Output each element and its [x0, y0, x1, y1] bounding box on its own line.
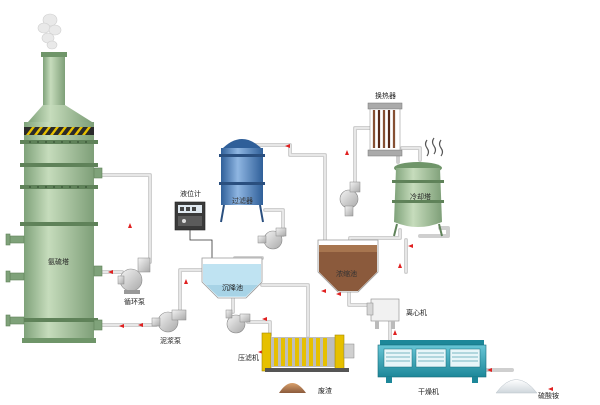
filter-press-label: 压滤机 — [238, 353, 259, 362]
sedimentation-tank: 沉降池 — [201, 257, 263, 299]
flow-arrow-icon — [138, 323, 143, 327]
filter-label: 过滤器 — [232, 196, 253, 205]
centrifuge-label: 离心机 — [406, 308, 427, 317]
sedimentation-tank-label: 沉降池 — [222, 283, 243, 292]
press-feed-pump — [225, 309, 251, 334]
filter-feed-pump — [257, 227, 287, 250]
steam-icon — [424, 137, 444, 157]
flow-arrow-icon — [336, 292, 341, 296]
cooling-tower: 冷却塔 — [392, 137, 444, 237]
ammonium-sulfate-label: 硫酸铵 — [538, 391, 559, 400]
flow-arrow-icon — [119, 324, 124, 328]
hazard-band — [24, 127, 94, 135]
flow-arrow-icon — [487, 368, 492, 372]
flow-arrow-icon — [285, 144, 290, 148]
smoke-icon — [37, 13, 62, 50]
mud-pump-label: 泥浆泵 — [160, 336, 181, 345]
level-meter-label: 液位计 — [180, 189, 201, 198]
flow-arrow-icon — [345, 150, 349, 155]
flow-arrow-icon — [128, 223, 132, 228]
flow-arrow-icon — [184, 279, 188, 284]
heat-exchanger-label: 换热器 — [375, 91, 396, 100]
flow-arrow-icon — [108, 270, 113, 274]
filter-press: 压滤机 — [238, 332, 355, 372]
flow-arrow-icon — [548, 387, 553, 391]
flow-arrow-icon — [262, 317, 267, 321]
mud-pump: 泥浆泵 — [151, 309, 187, 345]
thickener-tank: 浓缩池 — [317, 239, 379, 293]
flow-arrow-icon — [408, 244, 413, 248]
absorption-tower: 氨硫塔 — [5, 13, 103, 343]
filter-vessel: 过滤器 — [219, 139, 265, 223]
waste-residue: 废渣 — [279, 383, 332, 395]
flow-arrow-icon — [393, 330, 397, 335]
level-meter: 液位计 — [174, 189, 213, 260]
tower-label: 氨硫塔 — [48, 257, 69, 266]
thickener-label: 浓缩池 — [336, 269, 357, 278]
centrifuge: 离心机 — [366, 298, 427, 329]
cooling-tower-label: 冷却塔 — [410, 192, 431, 201]
waste-residue-label: 废渣 — [318, 386, 332, 395]
ammonium-sulfate-pile: 硫酸铵 — [495, 379, 559, 400]
flow-arrow-icon — [398, 263, 402, 268]
circulation-pump: 循环泵 — [117, 257, 151, 306]
pipe-network — [93, 126, 514, 372]
dryer-label: 干燥机 — [418, 387, 439, 396]
circ-pump-label: 循环泵 — [124, 297, 145, 306]
dryer: 干燥机 — [377, 340, 487, 396]
cooling-feed-pump — [339, 181, 361, 217]
flow-arrow-icon — [321, 289, 326, 293]
heat-exchanger: 换热器 — [367, 91, 403, 157]
